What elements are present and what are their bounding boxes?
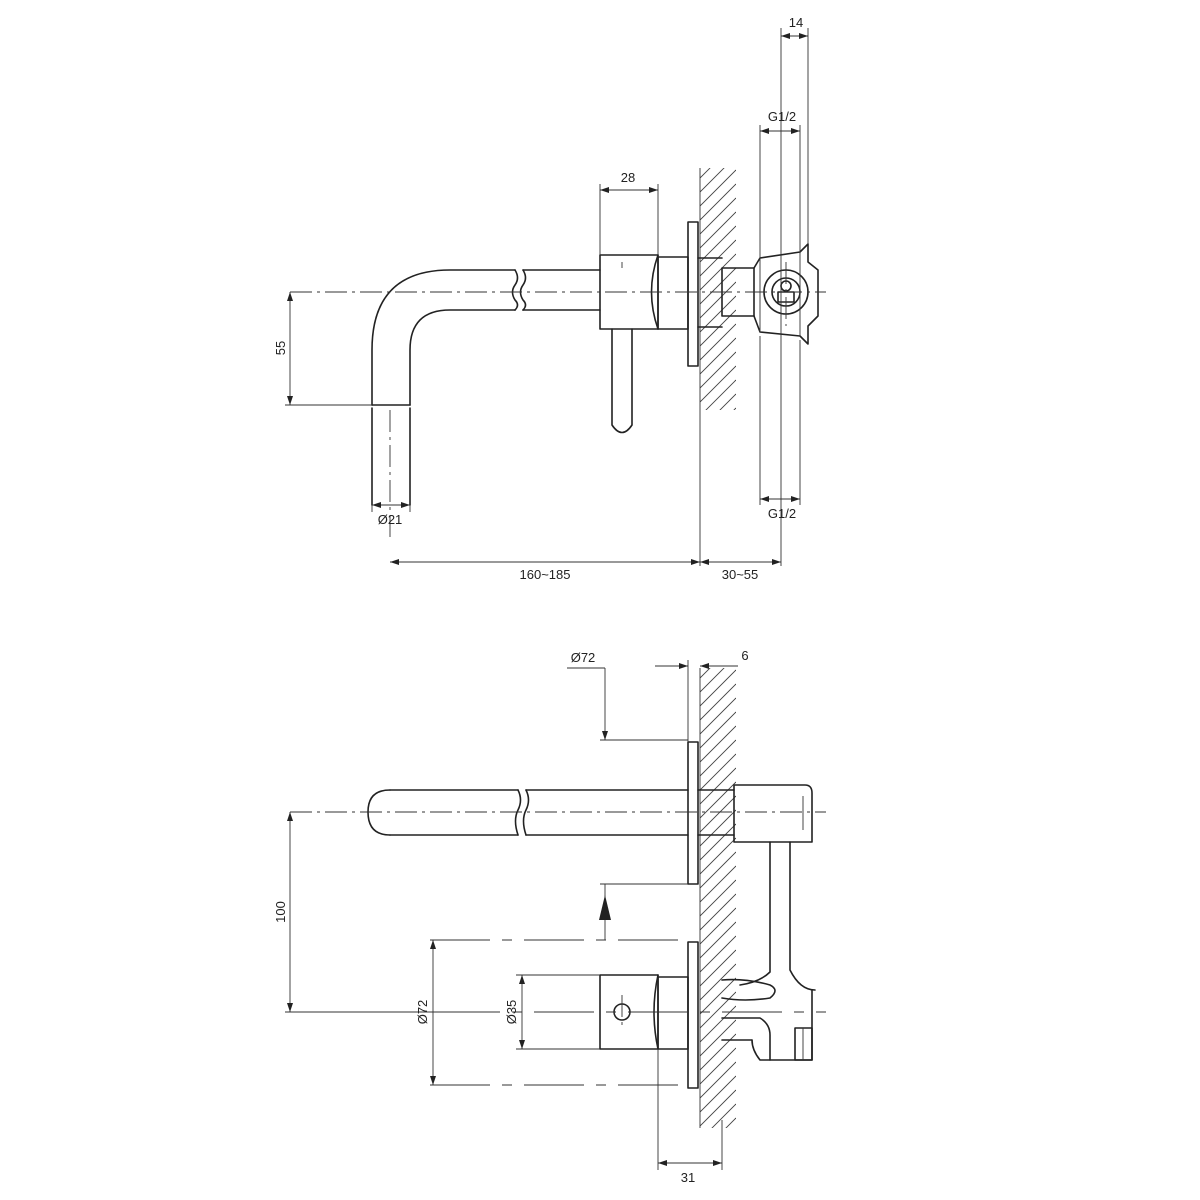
hatch-line bbox=[700, 183, 736, 221]
escutcheon-plate-side bbox=[687, 221, 699, 367]
hatch-line bbox=[700, 991, 736, 1029]
hatch-line bbox=[700, 697, 736, 735]
hatch-line bbox=[700, 893, 736, 931]
dimension-28: 28 bbox=[599, 170, 659, 255]
hatch-line bbox=[700, 351, 736, 389]
spout-pipe bbox=[371, 269, 601, 406]
hatch-line bbox=[700, 809, 736, 847]
hatch-line bbox=[700, 753, 736, 791]
hatch-line bbox=[700, 781, 736, 819]
hatch-line bbox=[700, 668, 725, 693]
dimension-label-g12-bottom: G1/2 bbox=[768, 506, 796, 521]
dimension-d35: Ø35 bbox=[504, 974, 600, 1050]
hatch-line bbox=[700, 436, 736, 472]
dimension-6: 6 bbox=[655, 648, 749, 742]
hatch-line bbox=[700, 711, 736, 749]
hatch-line bbox=[700, 977, 736, 1015]
hatch-line bbox=[700, 1005, 736, 1043]
dimension-d21: Ø21 bbox=[371, 502, 411, 527]
hatch-line bbox=[700, 1061, 736, 1099]
dimension-label-14: 14 bbox=[789, 15, 803, 30]
hatch-line bbox=[700, 879, 736, 917]
spout-top-view bbox=[367, 789, 689, 836]
escutcheon-plate-lower bbox=[687, 941, 699, 1089]
hatch-line bbox=[700, 668, 711, 679]
dimension-55: 55 bbox=[273, 292, 372, 406]
hatch-line bbox=[700, 628, 736, 664]
hatch-line bbox=[700, 935, 736, 973]
hatch-line bbox=[700, 253, 736, 291]
hatch-line bbox=[700, 211, 736, 249]
outlet-stub bbox=[371, 407, 411, 506]
hatch-line bbox=[700, 683, 736, 721]
hatch-line bbox=[700, 669, 736, 707]
hatch-line bbox=[700, 197, 736, 235]
hatch-line bbox=[700, 168, 711, 179]
hatch-line bbox=[700, 1075, 736, 1113]
hatch-line bbox=[705, 379, 736, 410]
hatch-line bbox=[700, 823, 736, 861]
hatch-line bbox=[700, 921, 736, 959]
wall-hatching-bottom bbox=[700, 628, 736, 1196]
hatch-line bbox=[700, 225, 736, 263]
dimension-label-28: 28 bbox=[621, 170, 635, 185]
hatch-line bbox=[700, 337, 736, 375]
dimension-label-31: 31 bbox=[681, 1170, 695, 1185]
hatch-line bbox=[700, 949, 736, 987]
lever-handle bbox=[611, 328, 633, 434]
hatch-line bbox=[700, 422, 736, 458]
hatch-line bbox=[700, 767, 736, 805]
dimension-label-6: 6 bbox=[741, 648, 748, 663]
hatch-line bbox=[700, 295, 736, 333]
side-view: 14 G1/2 28 55 bbox=[273, 15, 826, 582]
hatch-line bbox=[700, 739, 736, 777]
hatch-line bbox=[700, 1160, 736, 1196]
top-view: Ø72 6 100 Ø72 bbox=[273, 628, 826, 1196]
dimension-14: 14 bbox=[780, 15, 809, 566]
wall-hatching-top bbox=[700, 128, 736, 472]
dimension-label-d72-left: Ø72 bbox=[415, 1000, 430, 1025]
dimension-label-30-55: 30~55 bbox=[722, 567, 759, 582]
dimension-d72-left: Ø72 bbox=[415, 940, 436, 1085]
hatch-line bbox=[700, 323, 736, 361]
hatch-line bbox=[719, 393, 736, 410]
hatch-line bbox=[733, 407, 736, 410]
dimension-160-185: 160~185 bbox=[390, 508, 701, 582]
dimension-g12-bottom: G1/2 bbox=[759, 336, 801, 521]
dimension-label-100: 100 bbox=[273, 901, 288, 923]
hatch-line bbox=[711, 1103, 736, 1128]
escutcheon-plate-upper bbox=[687, 741, 699, 885]
dimension-label-d21: Ø21 bbox=[378, 512, 403, 527]
hatch-line bbox=[700, 907, 736, 945]
dimension-label-160-185: 160~185 bbox=[520, 567, 571, 582]
hatch-line bbox=[700, 865, 736, 903]
hatch-line bbox=[700, 1019, 736, 1057]
hatch-line bbox=[700, 837, 736, 875]
dimension-label-55: 55 bbox=[273, 341, 288, 355]
hatch-line bbox=[700, 1089, 736, 1127]
dimension-label-d35: Ø35 bbox=[504, 1000, 519, 1025]
dimension-d72-top: Ø72 bbox=[567, 650, 688, 940]
hatch-line bbox=[700, 169, 736, 207]
hatch-line bbox=[700, 168, 725, 193]
hatch-line bbox=[700, 1047, 736, 1085]
dimension-g12-top: G1/2 bbox=[759, 109, 801, 258]
dimension-label-d72-top: Ø72 bbox=[571, 650, 596, 665]
hatch-line bbox=[700, 725, 736, 763]
hatch-line bbox=[700, 128, 736, 164]
hatch-line bbox=[700, 795, 736, 833]
concealed-body-side bbox=[697, 243, 819, 345]
dimension-31: 31 bbox=[657, 1049, 723, 1185]
hatch-line bbox=[700, 281, 736, 319]
hatch-line bbox=[700, 365, 736, 403]
dimension-label-g12-top: G1/2 bbox=[768, 109, 796, 124]
hatch-line bbox=[700, 267, 736, 305]
hatch-line bbox=[700, 963, 736, 1001]
dimension-100: 100 bbox=[273, 812, 440, 1013]
hatch-line bbox=[725, 1117, 736, 1128]
hatch-line bbox=[700, 851, 736, 889]
dimension-30-55: 30~55 bbox=[700, 559, 781, 582]
concealed-body-top bbox=[697, 784, 816, 1061]
